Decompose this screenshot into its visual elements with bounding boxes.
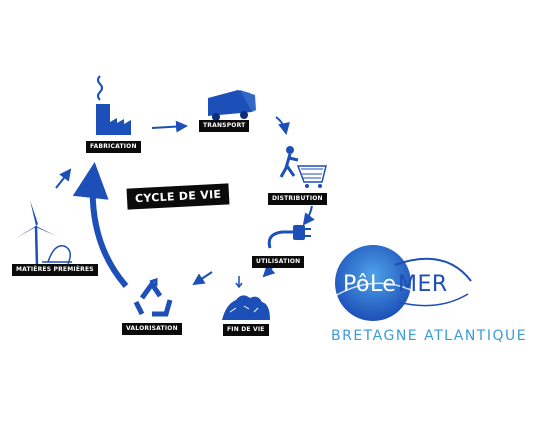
truck-icon [208,90,256,121]
label-valorisation: VALORISATION [122,323,182,335]
logo-name-pole: PôLe [343,272,397,297]
label-fabrication: FABRICATION [86,141,141,153]
factory-icon [96,75,131,135]
cycle-arrows [55,116,315,286]
pole-mer-logo-mark [334,245,472,321]
shopper-cart-icon [279,146,327,188]
recycle-icon [133,277,173,317]
label-fin-de-vie: FIN DE VIE [223,324,269,336]
wind-turbine-icon [16,200,72,267]
label-transport: TRANSPORT [199,120,250,132]
label-utilisation: UTILISATION [252,256,305,268]
label-matieres-premieres: MATIÈRES PREMIÈRES [12,264,98,276]
logo-name-mer: MER [398,272,448,297]
logo-subtitle: BRETAGNE ATLANTIQUE [331,328,528,344]
label-distribution: DISTRIBUTION [268,193,327,205]
plug-icon [267,225,311,249]
return-arrow [72,162,129,288]
waste-pile-icon [222,276,270,320]
